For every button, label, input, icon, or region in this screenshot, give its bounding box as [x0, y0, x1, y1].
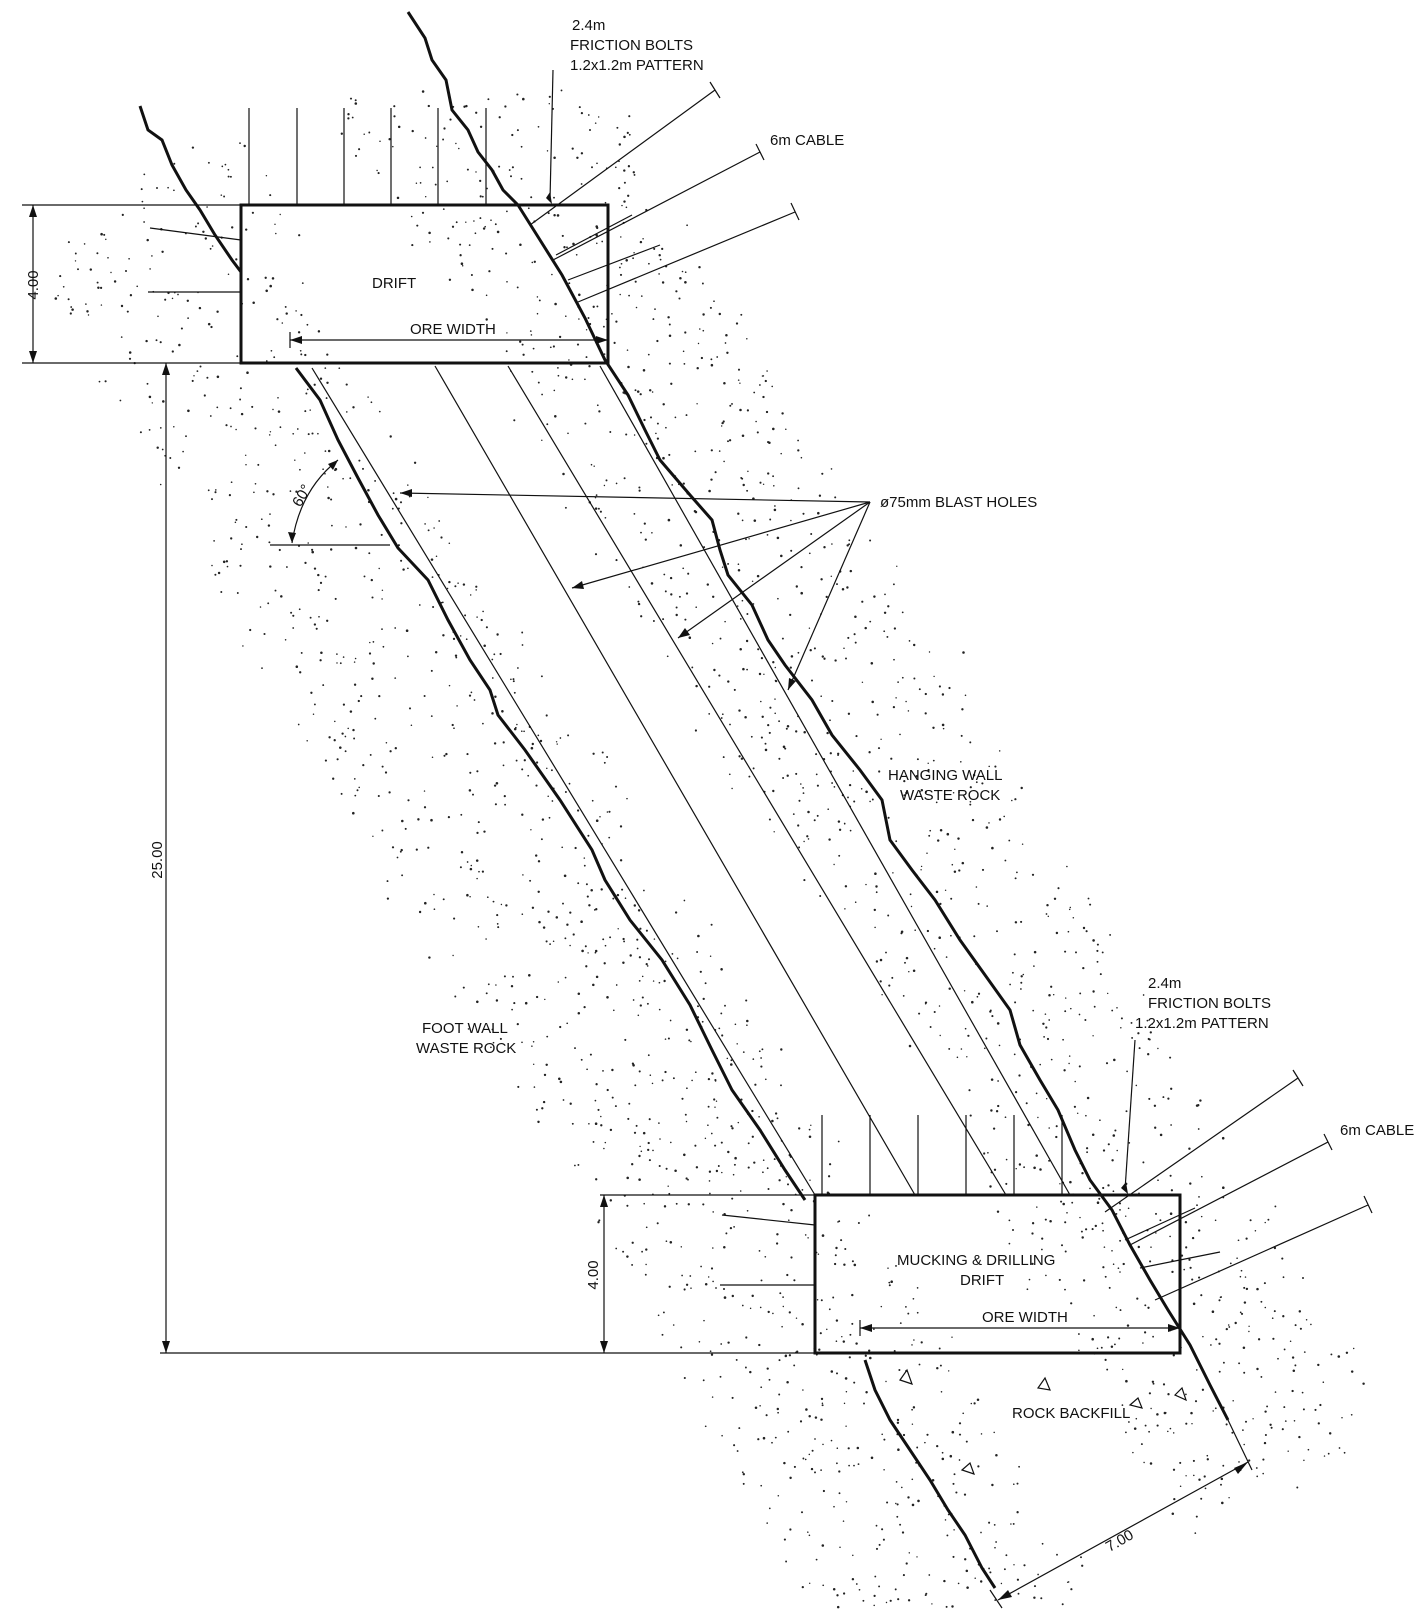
hanging-wall-label-1: HANGING WALL [888, 767, 1002, 784]
hanging-wall-upper [406, 11, 520, 207]
dimension-lines [22, 204, 1253, 1609]
top-drift [148, 108, 610, 365]
blast-hole-leaders [399, 489, 871, 691]
blast-holes-label: ø75mm BLAST HOLES [880, 494, 1037, 511]
foot-wall-upper [138, 105, 243, 273]
hanging-wall-label-2: WASTE ROCK [900, 787, 1000, 804]
top-cable-label: 6m CABLE [770, 132, 844, 149]
ore-body-walls [138, 11, 1230, 1589]
bottom-drift-label-2: DRIFT [960, 1272, 1004, 1289]
bottom-bolts-label-1: 2.4m [1148, 975, 1181, 992]
bottom-cable-label: 6m CABLE [1340, 1122, 1414, 1139]
text-labels: 2.4m FRICTION BOLTS 1.2x1.2m PATTERN 6m … [25, 17, 1414, 1556]
top-bolts-label-2: FRICTION BOLTS [570, 37, 693, 54]
top-drift-label: DRIFT [372, 275, 416, 292]
bottom-bolts-label-3: 1.2x1.2m PATTERN [1135, 1015, 1269, 1032]
foot-wall-label-2: WASTE ROCK [416, 1040, 516, 1057]
top-drift-height-dim: 4.00 [25, 270, 42, 299]
bottom-ore-width-label: ORE WIDTH [982, 1309, 1068, 1326]
rock-backfill-label: ROCK BACKFILL [1012, 1405, 1130, 1422]
bottom-bolts-label-2: FRICTION BOLTS [1148, 995, 1271, 1012]
blast-holes [311, 365, 1071, 1196]
bottom-bolts-and-cables [1104, 1039, 1373, 1301]
foot-wall-main [294, 367, 807, 1201]
rock-backfill [899, 1368, 1188, 1475]
waste-rock-stipple [54, 89, 1365, 1609]
top-bolts-and-cables [529, 69, 800, 303]
dip-angle-dim: 60° [289, 482, 315, 510]
level-interval-dim: 25.00 [149, 841, 166, 879]
bottom-drift-height-dim: 4.00 [585, 1260, 602, 1289]
backfill-width-dim: 7.00 [1103, 1526, 1137, 1555]
bottom-drift-label-1: MUCKING & DRILLING [897, 1252, 1055, 1269]
top-ore-width-label: ORE WIDTH [410, 321, 496, 338]
hanging-wall-main [516, 204, 1230, 1421]
top-bolts-label-1: 2.4m [572, 17, 605, 34]
top-bolts-label-3: 1.2x1.2m PATTERN [570, 57, 704, 74]
bottom-drift [720, 1115, 1182, 1355]
foot-wall-label-1: FOOT WALL [422, 1020, 508, 1037]
foot-wall-lower [863, 1359, 997, 1589]
